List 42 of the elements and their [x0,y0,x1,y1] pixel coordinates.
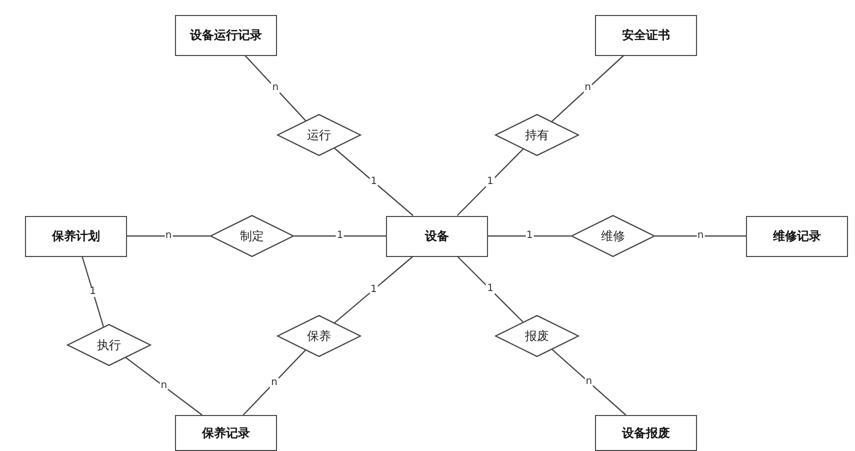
entity-box: 设备运行记录 [175,14,277,56]
cardinality-label: 1 [336,231,344,241]
entity-box: 保养计划 [25,216,127,256]
entity-box: 设备报废 [595,415,697,451]
relationship-diamond: 制定 [210,215,294,257]
connector-line [294,235,386,237]
connector-line [552,349,626,416]
cardinality-label: 1 [88,286,98,297]
connector-line [334,256,414,324]
relationship-diamond: 报废 [495,315,579,357]
relationship-diamond: 运行 [277,114,361,156]
connector-line [551,55,624,122]
relationship-diamond: 持有 [495,114,579,156]
connector-line [456,148,524,216]
cardinality-label: n [160,381,168,392]
connector-line [127,235,210,237]
cardinality-label: 1 [370,284,378,295]
cardinality-label: 1 [525,231,534,241]
cardinality-label: n [584,377,594,388]
entity-box: 维修记录 [746,216,848,256]
relationship-diamond: 保养 [277,315,361,357]
connector-line [457,256,524,322]
cardinality-label: n [270,378,278,388]
cardinality-label: n [696,231,705,241]
connector-line [334,148,414,216]
relationship-diamond: 维修 [571,215,655,257]
entity-box: 保养记录 [175,415,277,451]
cardinality-label: 1 [370,176,378,187]
connector-line [244,55,306,122]
connector-line [242,350,306,416]
connector-line [655,235,746,237]
connector-line [488,235,571,237]
cardinality-label: n [164,231,173,241]
cardinality-label: n [271,83,280,94]
connector-line [125,357,202,416]
relationship-diamond: 执行 [67,324,151,366]
entity-box: 安全证书 [595,14,697,56]
entity-box: 设备 [386,216,488,256]
connector-line [82,256,104,327]
cardinality-label: 1 [486,177,494,188]
cardinality-label: n [584,83,592,94]
cardinality-label: 1 [486,284,494,294]
